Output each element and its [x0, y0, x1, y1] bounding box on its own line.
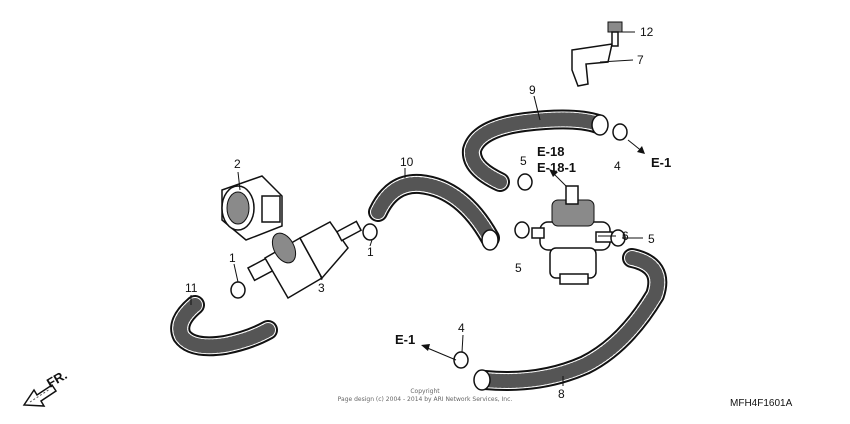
clamp-part-5-mid[interactable]: [514, 221, 530, 239]
hose-11[interactable]: [170, 295, 278, 357]
valve-part-6[interactable]: [531, 185, 613, 285]
clamp-part-4-top[interactable]: [612, 123, 628, 141]
filter-part-3[interactable]: [246, 220, 363, 300]
label-part-12: 12: [640, 25, 654, 39]
arrow-e1-right: [627, 139, 645, 154]
ref-e1-right: E-1: [651, 155, 671, 170]
label-part-6: 6: [622, 229, 629, 243]
label-part-8: 8: [558, 387, 565, 401]
clamp-part-1-mid[interactable]: [362, 223, 378, 241]
label-part-1-mid: 1: [367, 245, 374, 259]
ref-e1-left: E-1: [395, 332, 415, 347]
clamp-part-4-bottom[interactable]: [453, 351, 469, 369]
label-part-9: 9: [529, 83, 536, 97]
bolt-part-12[interactable]: [607, 21, 623, 47]
label-part-5-right: 5: [648, 232, 655, 246]
arrow-e1-left: [421, 344, 457, 361]
hose-10[interactable]: [368, 173, 500, 251]
front-direction-arrow: [22, 383, 58, 407]
clamp-part-5-top[interactable]: [517, 173, 533, 191]
label-part-5-top: 5: [520, 154, 527, 168]
label-part-4-bottom: 4: [458, 321, 465, 335]
sleeve-part-2[interactable]: [221, 175, 283, 241]
arrow-e18: [549, 169, 567, 187]
label-part-11: 11: [185, 281, 198, 295]
label-part-3: 3: [318, 281, 325, 295]
label-part-4-top: 4: [614, 159, 621, 173]
label-part-2: 2: [234, 157, 241, 171]
copyright-line-1: Copyright: [410, 388, 440, 395]
copyright-line-2: Page design (c) 2004 - 2014 by ARI Netwo…: [338, 396, 513, 403]
label-part-7: 7: [637, 53, 644, 67]
clamp-part-1-left[interactable]: [230, 281, 246, 299]
leader-lines: [190, 31, 643, 386]
label-part-10: 10: [400, 155, 414, 169]
label-part-1-left: 1: [229, 251, 236, 265]
hose-9[interactable]: [461, 109, 609, 192]
label-part-5-mid: 5: [515, 261, 522, 275]
diagram-code: MFH4F1601A: [730, 398, 793, 409]
ref-e18: E-18: [537, 144, 564, 159]
ref-e18-1: E-18-1: [537, 160, 576, 175]
bracket-part-7[interactable]: [571, 43, 613, 87]
hose-8[interactable]: [473, 248, 668, 391]
